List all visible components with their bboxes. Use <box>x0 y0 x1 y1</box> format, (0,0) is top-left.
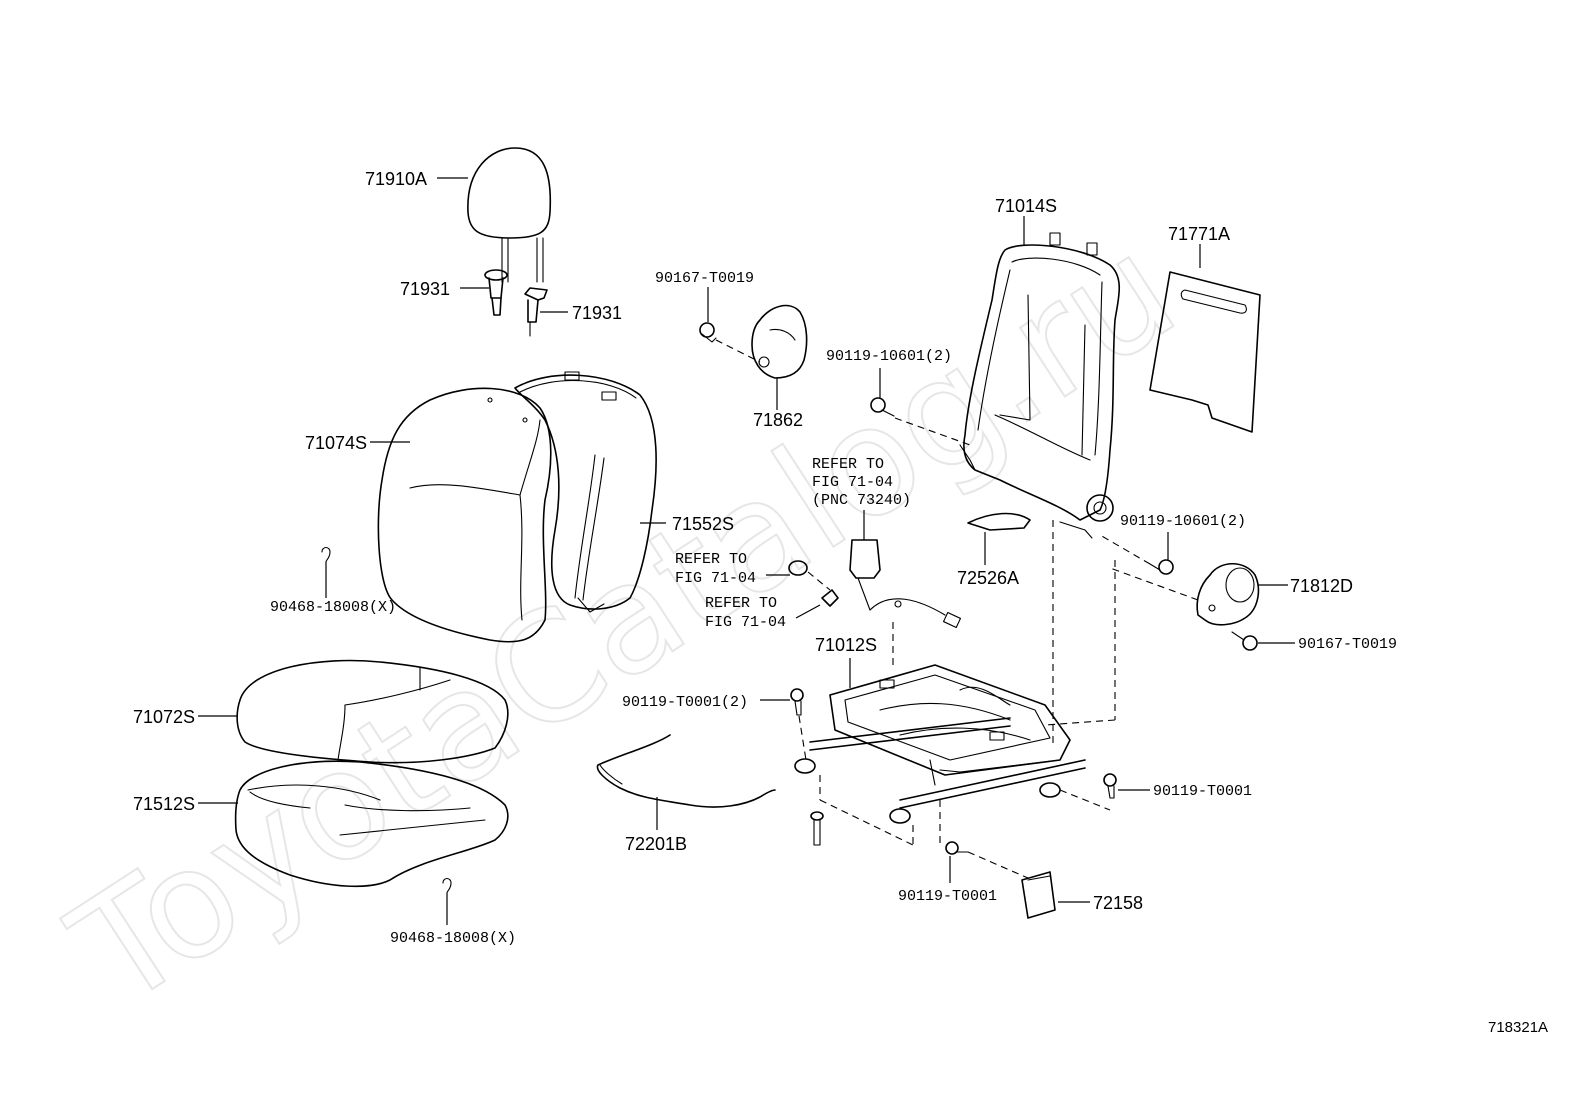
label-90167-right: 90167-T0019 <box>1298 636 1397 653</box>
recliner-cover-71812D[interactable] <box>1196 562 1260 626</box>
label-90119-10601-upper: 90119-10601(2) <box>826 348 952 365</box>
figure-id: 718321A <box>1488 1019 1548 1036</box>
label-71014S: 71014S <box>995 196 1057 216</box>
headrest-part[interactable] <box>467 147 552 283</box>
ref-text-1-line1: REFER TO <box>812 456 884 473</box>
label-90119-T0001-right: 90119-T0001 <box>1153 783 1252 800</box>
cover-72526A[interactable] <box>967 512 1031 531</box>
label-90167-top: 90167-T0019 <box>655 270 754 287</box>
watermark-text: ToyotaCatalog.ru <box>44 203 1204 1041</box>
cover-72158[interactable] <box>1021 871 1056 919</box>
side-cover-71862[interactable] <box>751 304 808 379</box>
label-72158: 72158 <box>1093 893 1143 913</box>
ref-text-2-line1: REFER TO <box>675 551 747 568</box>
ref-text-3-line1: REFER TO <box>705 595 777 612</box>
ref-text-1-line3: (PNC 73240) <box>812 492 911 509</box>
screw-90167-right[interactable] <box>1231 631 1258 651</box>
label-90119-10601-right: 90119-10601(2) <box>1120 513 1246 530</box>
clip-upper[interactable] <box>321 546 331 563</box>
seatbelt-buckle[interactable] <box>849 539 962 629</box>
nut-ref2[interactable] <box>788 560 808 576</box>
label-71862: 71862 <box>753 410 803 430</box>
label-71072S: 71072S <box>133 707 195 727</box>
label-72201B: 72201B <box>625 834 687 854</box>
label-71512S: 71512S <box>133 794 195 814</box>
bolt-90119-T0001-right[interactable] <box>1103 773 1117 799</box>
label-90468-upper: 90468-18008(X) <box>270 599 396 616</box>
clip-lower[interactable] <box>442 877 452 894</box>
label-71931-left: 71931 <box>400 279 450 299</box>
label-71012S: 71012S <box>815 635 877 655</box>
ref-text-2-line2: FIG 71-04 <box>675 570 756 587</box>
label-72526A: 72526A <box>957 568 1019 588</box>
label-71812D: 71812D <box>1290 576 1353 596</box>
bolt-90119-T0001-2[interactable] <box>790 688 804 716</box>
seat-frame[interactable] <box>794 664 1086 824</box>
label-90119-T0001-bottom: 90119-T0001 <box>898 888 997 905</box>
bolt-90119-T0001-bottom[interactable] <box>945 841 969 855</box>
headrest-support-right[interactable] <box>524 287 548 337</box>
ref-text-3-line2: FIG 71-04 <box>705 614 786 631</box>
bolt-90119-10601-right[interactable] <box>1149 559 1174 575</box>
bolt-90119-10601-upper[interactable] <box>870 397 895 417</box>
ref-text-1-line2: FIG 71-04 <box>812 474 893 491</box>
label-90119-T0001-2: 90119-T0001(2) <box>622 694 748 711</box>
seatback-frame[interactable] <box>959 232 1121 539</box>
wire-72201B[interactable] <box>596 734 776 808</box>
seatback-cover[interactable] <box>377 387 552 643</box>
label-71931-right: 71931 <box>572 303 622 323</box>
label-71910A: 71910A <box>365 169 427 189</box>
label-90468-lower: 90468-18008(X) <box>390 930 516 947</box>
seat-cushion-cover[interactable] <box>236 659 509 764</box>
label-71074S: 71074S <box>305 433 367 453</box>
seat-cushion-pad[interactable] <box>234 760 509 888</box>
screw-90167-top[interactable] <box>699 322 717 343</box>
label-71552S: 71552S <box>672 514 734 534</box>
seatback-pad[interactable] <box>514 371 657 613</box>
bolt-lower-left[interactable] <box>810 811 824 846</box>
back-board-71771A[interactable] <box>1149 271 1261 433</box>
bolt-ref3[interactable] <box>821 589 839 607</box>
label-71771A: 71771A <box>1168 224 1230 244</box>
headrest-support-left[interactable] <box>484 269 508 316</box>
